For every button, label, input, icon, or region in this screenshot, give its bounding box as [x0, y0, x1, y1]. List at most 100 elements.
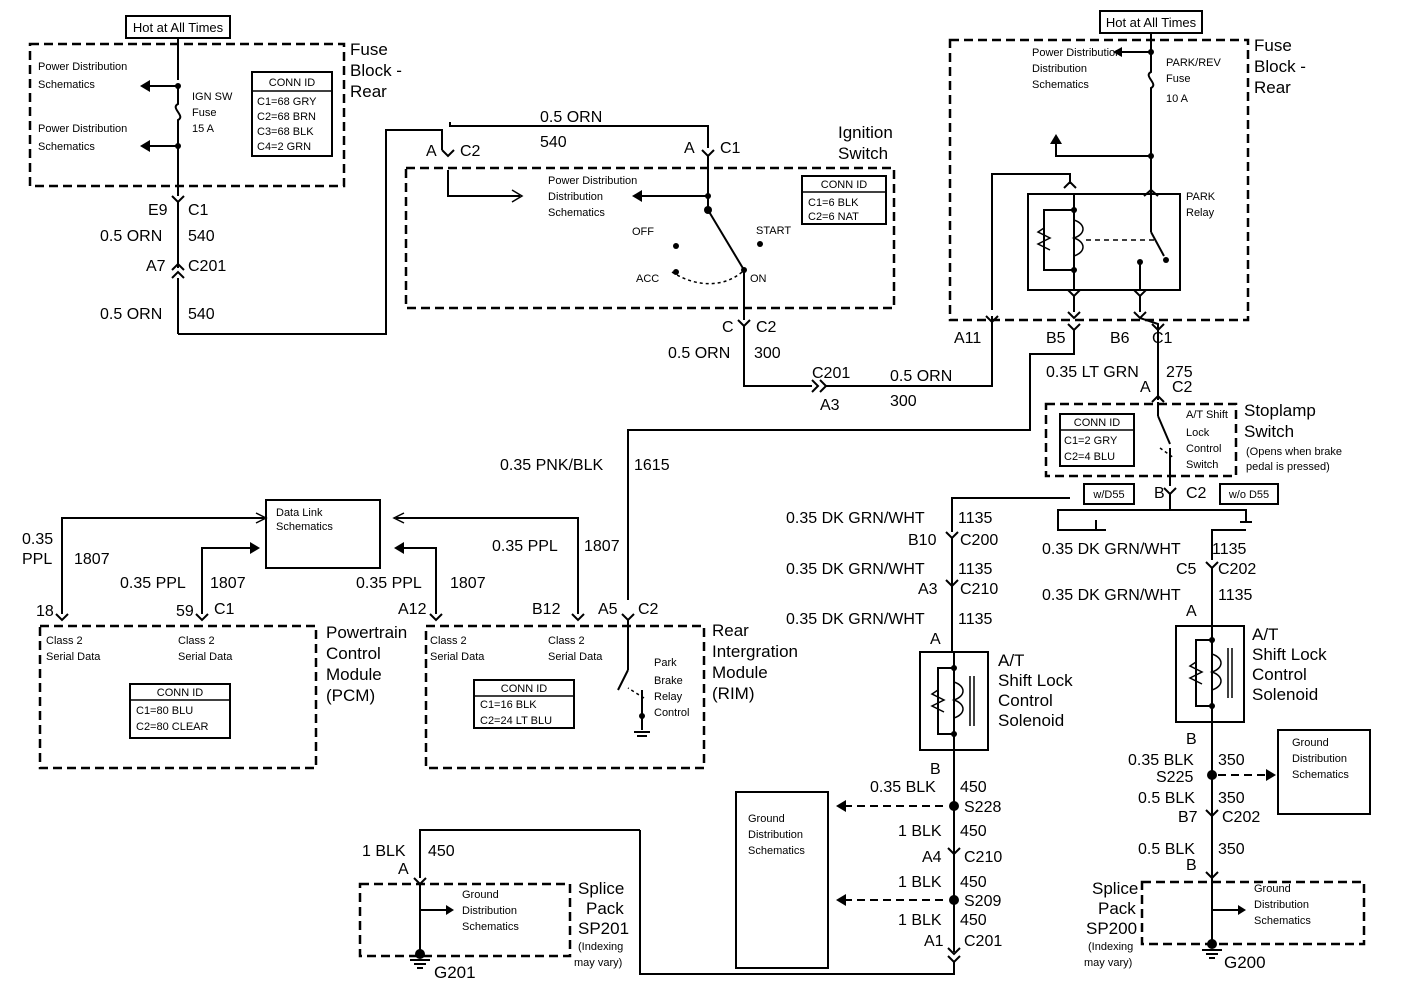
svg-text:1 BLK: 1 BLK — [898, 874, 942, 891]
svg-text:540: 540 — [540, 134, 567, 151]
svg-text:0.5 BLK: 0.5 BLK — [1138, 841, 1195, 858]
svg-text:B10: B10 — [908, 532, 937, 549]
svg-text:Fuse: Fuse — [1166, 73, 1190, 85]
svg-text:C2: C2 — [460, 143, 481, 160]
svg-text:350: 350 — [1218, 752, 1245, 769]
svg-text:C210: C210 — [960, 581, 998, 598]
svg-text:C200: C200 — [960, 532, 998, 549]
svg-text:Pack: Pack — [586, 899, 624, 918]
svg-text:Class 2: Class 2 — [430, 635, 467, 647]
svg-text:C1=68 GRY: C1=68 GRY — [257, 96, 317, 108]
svg-text:Switch: Switch — [1186, 459, 1218, 471]
svg-text:C201: C201 — [964, 933, 1002, 950]
svg-text:Solenoid: Solenoid — [1252, 685, 1318, 704]
svg-text:Shift Lock: Shift Lock — [1252, 645, 1327, 664]
svg-text:A5: A5 — [598, 601, 618, 618]
svg-text:may vary): may vary) — [574, 957, 622, 969]
svg-text:0.35 BLK: 0.35 BLK — [870, 779, 936, 796]
svg-text:1135: 1135 — [958, 611, 993, 628]
svg-text:450: 450 — [960, 779, 987, 796]
svg-text:300: 300 — [890, 393, 917, 410]
svg-text:Switch: Switch — [1244, 422, 1294, 441]
svg-text:540: 540 — [188, 306, 215, 323]
svg-text:Schematics: Schematics — [1292, 769, 1349, 781]
svg-text:300: 300 — [754, 345, 781, 362]
svg-text:Solenoid: Solenoid — [998, 711, 1064, 730]
svg-text:B7: B7 — [1178, 809, 1198, 826]
svg-text:B: B — [1186, 731, 1197, 748]
svg-text:C3=68 BLK: C3=68 BLK — [257, 126, 314, 138]
svg-text:Rear: Rear — [350, 82, 387, 101]
svg-text:Serial Data: Serial Data — [178, 651, 233, 663]
svg-text:w/D55: w/D55 — [1092, 489, 1124, 501]
svg-text:540: 540 — [188, 228, 215, 245]
svg-text:Control: Control — [654, 707, 689, 719]
svg-text:A11: A11 — [954, 330, 981, 347]
svg-text:C210: C210 — [964, 849, 1002, 866]
svg-text:Powertrain: Powertrain — [326, 623, 407, 642]
svg-text:1135: 1135 — [1218, 587, 1253, 604]
svg-text:Class 2: Class 2 — [548, 635, 585, 647]
svg-text:Distribution: Distribution — [748, 829, 803, 841]
svg-text:1135: 1135 — [958, 561, 993, 578]
svg-text:SP200: SP200 — [1086, 919, 1137, 938]
svg-text:B: B — [930, 761, 941, 778]
svg-text:ACC: ACC — [636, 273, 659, 285]
svg-text:(Opens when brake: (Opens when brake — [1246, 446, 1342, 458]
svg-text:Schematics: Schematics — [38, 79, 95, 91]
svg-text:Control: Control — [1186, 443, 1221, 455]
svg-text:C2: C2 — [1172, 379, 1193, 396]
svg-text:Brake: Brake — [654, 675, 683, 687]
svg-text:0.5 BLK: 0.5 BLK — [1138, 790, 1195, 807]
svg-text:B: B — [1154, 485, 1165, 502]
svg-text:450: 450 — [960, 912, 987, 929]
svg-text:A: A — [426, 143, 437, 160]
svg-text:A3: A3 — [918, 581, 938, 598]
svg-text:C5: C5 — [1176, 561, 1197, 578]
svg-text:Power Distribution: Power Distribution — [548, 175, 637, 187]
svg-text:C1=80 BLU: C1=80 BLU — [136, 705, 193, 717]
svg-text:Pack: Pack — [1098, 899, 1136, 918]
svg-text:pedal is pressed): pedal is pressed) — [1246, 461, 1330, 473]
svg-text:1 BLK: 1 BLK — [362, 843, 406, 860]
svg-text:E9: E9 — [148, 202, 168, 219]
svg-text:59: 59 — [176, 603, 194, 620]
svg-text:OFF: OFF — [632, 226, 654, 238]
svg-text:Block -: Block - — [1254, 57, 1306, 76]
svg-text:PPL: PPL — [22, 551, 52, 568]
svg-text:C1=6 BLK: C1=6 BLK — [808, 197, 859, 209]
svg-text:0.5 ORN: 0.5 ORN — [668, 345, 730, 362]
svg-text:0.35 LT GRN: 0.35 LT GRN — [1046, 364, 1139, 381]
svg-text:C2=24 LT BLU: C2=24 LT BLU — [480, 715, 552, 727]
svg-text:C202: C202 — [1218, 561, 1256, 578]
solenoid-center: 0.35 DK GRN/WHT 1135 B10 C200 0.35 DK GR… — [639, 497, 1073, 975]
svg-text:Class 2: Class 2 — [46, 635, 83, 647]
svg-text:450: 450 — [428, 843, 455, 860]
svg-text:Hot at All Times: Hot at All Times — [1106, 15, 1197, 30]
svg-text:C2=80 CLEAR: C2=80 CLEAR — [136, 721, 209, 733]
svg-text:Power Distribution: Power Distribution — [1032, 47, 1121, 59]
svg-text:SP201: SP201 — [578, 919, 629, 938]
svg-text:450: 450 — [960, 874, 987, 891]
svg-text:0.5 ORN: 0.5 ORN — [100, 228, 162, 245]
svg-text:10 A: 10 A — [1166, 93, 1189, 105]
svg-text:C201: C201 — [812, 365, 850, 382]
svg-text:PARK: PARK — [1186, 191, 1216, 203]
svg-text:CONN ID: CONN ID — [501, 683, 548, 695]
svg-text:Ground: Ground — [1292, 737, 1329, 749]
svg-text:Rear: Rear — [1254, 78, 1291, 97]
svg-text:A: A — [1140, 379, 1151, 396]
svg-text:18: 18 — [36, 603, 54, 620]
svg-text:A/T Shift: A/T Shift — [1186, 409, 1228, 421]
svg-text:(RIM): (RIM) — [712, 684, 754, 703]
svg-text:Block -: Block - — [350, 61, 402, 80]
svg-text:0.5 ORN: 0.5 ORN — [100, 306, 162, 323]
svg-text:B: B — [1186, 857, 1197, 874]
svg-text:Relay: Relay — [1186, 207, 1215, 219]
svg-text:Ground: Ground — [748, 813, 785, 825]
svg-text:0.35 PPL: 0.35 PPL — [120, 575, 186, 592]
svg-text:A: A — [1186, 603, 1197, 620]
svg-text:Module: Module — [326, 665, 382, 684]
svg-text:CONN ID: CONN ID — [821, 179, 868, 191]
